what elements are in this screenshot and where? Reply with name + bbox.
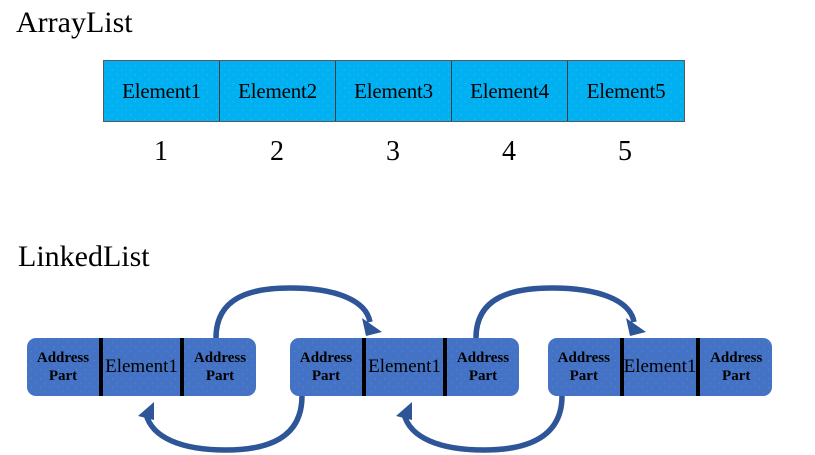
address-line-2: Part [48, 368, 78, 384]
array-cell: Element1 [104, 61, 220, 121]
array-index-label: 5 [618, 136, 632, 167]
next-pointer-node2-to-node3-arrow-icon [473, 285, 646, 339]
node-address-part-left: Address Part [290, 338, 362, 396]
array-cell: Element2 [220, 61, 336, 121]
linkedlist-node: Address Part Element1 Address Part [290, 338, 519, 396]
node-address-part-right: Address Part [700, 338, 772, 396]
next-pointer-node1-to-node2-arrow-icon [213, 285, 382, 339]
array-cell: Element4 [452, 61, 568, 121]
array-cell: Element3 [336, 61, 452, 121]
node-address-part-left: Address Part [548, 338, 620, 396]
array-index-label: 2 [270, 136, 284, 167]
node-element-part: Element1 [99, 338, 184, 396]
prev-pointer-node2-to-node1-arrow-icon [138, 395, 305, 453]
array-cell: Element5 [568, 61, 684, 121]
address-line-2: Part [468, 368, 498, 384]
address-line-1: Address [299, 350, 353, 366]
address-line-1: Address [557, 350, 610, 366]
arraylist-index-row: 1 2 3 4 5 [103, 132, 683, 172]
array-index-label: 4 [502, 136, 516, 167]
address-line-2: Part [569, 368, 598, 384]
linkedlist-node: Address Part Element1 Address Part [548, 338, 772, 396]
address-line-2: Part [205, 368, 235, 384]
array-index-label: 3 [386, 136, 400, 167]
arraylist-title: ArrayList [16, 6, 133, 39]
address-line-1: Address [36, 350, 90, 366]
address-line-1: Address [456, 350, 510, 366]
node-address-part-right: Address Part [447, 338, 519, 396]
address-line-1: Address [193, 350, 247, 366]
address-line-2: Part [722, 368, 751, 384]
address-line-2: Part [311, 368, 341, 384]
linkedlist-node: Address Part Element1 Address Part [27, 338, 256, 396]
linkedlist-title: LinkedList [18, 240, 150, 273]
node-address-part-right: Address Part [184, 338, 256, 396]
address-line-1: Address [710, 350, 763, 366]
node-element-part: Element1 [362, 338, 447, 396]
prev-pointer-node3-to-node2-arrow-icon [396, 395, 565, 453]
node-element-part: Element1 [619, 338, 701, 396]
node-address-part-left: Address Part [27, 338, 99, 396]
array-index-label: 1 [154, 136, 168, 167]
arraylist-strip: Element1 Element2 Element3 Element4 Elem… [103, 60, 685, 122]
